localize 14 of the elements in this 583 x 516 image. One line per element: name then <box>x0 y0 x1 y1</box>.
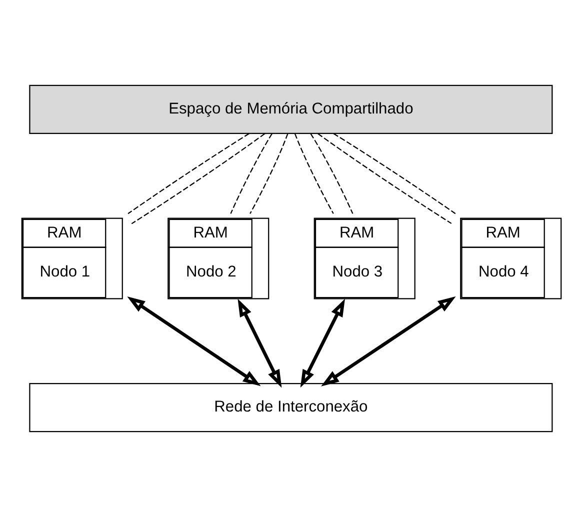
connector <box>230 132 273 214</box>
arrow <box>321 296 456 386</box>
connector <box>128 132 250 214</box>
connector <box>333 132 456 214</box>
node-box: Rede de Interconexão <box>29 382 553 432</box>
connector <box>310 132 354 214</box>
arrow <box>300 298 345 388</box>
connector <box>131 132 266 224</box>
connector <box>250 132 288 214</box>
connector <box>317 132 452 224</box>
node-box: Espaço de Memória Compartilhado <box>29 84 553 134</box>
arrow <box>127 296 261 386</box>
arrow <box>238 298 282 388</box>
connector <box>294 132 334 214</box>
